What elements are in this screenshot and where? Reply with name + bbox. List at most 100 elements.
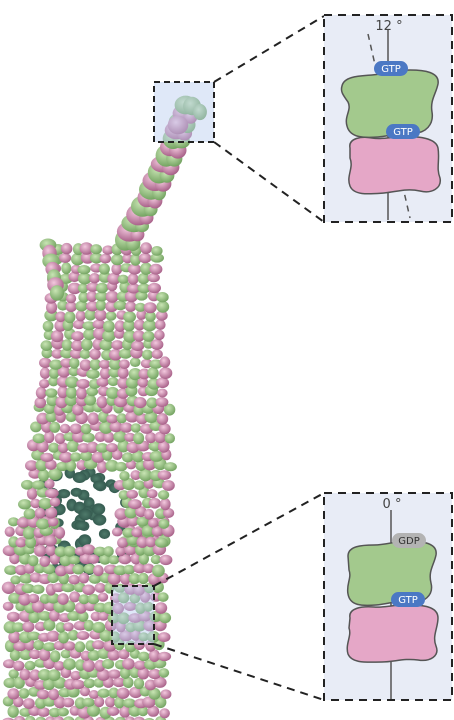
alpha-tubulin-blob	[60, 424, 71, 434]
microtubule-illustration	[2, 96, 207, 720]
alpha-tubulin-blob	[48, 517, 59, 526]
beta-tubulin-blob	[32, 585, 45, 594]
beta-tubulin-blob	[117, 413, 128, 423]
beta-tubulin-blob	[25, 661, 36, 671]
beta-tubulin-blob	[103, 320, 115, 332]
beta-tubulin-blob	[123, 311, 136, 322]
beta-tubulin-blob	[41, 340, 53, 351]
alpha-tubulin-blob	[159, 708, 170, 718]
beta-tubulin-blob	[63, 716, 74, 720]
alpha-tubulin-blob	[45, 489, 59, 499]
beta-tubulin-blob	[159, 519, 170, 529]
alpha-tubulin-blob	[155, 319, 166, 330]
beta-tubulin-blob	[159, 668, 170, 678]
beta-tubulin-blob	[36, 518, 49, 529]
beta-tubulin-blob	[72, 564, 84, 574]
beta-tubulin-blob	[23, 527, 35, 539]
beta-tubulin-blob	[165, 433, 175, 443]
gtp-label: GTP	[381, 64, 401, 75]
beta-tubulin-blob	[103, 546, 113, 557]
beta-tubulin-blob	[33, 433, 46, 443]
alpha-tubulin-blob	[107, 707, 119, 716]
beta-tubulin-blob	[38, 469, 49, 481]
alpha-tubulin-blob	[69, 591, 80, 602]
alpha-tubulin-blob	[95, 583, 106, 593]
beta-tubulin-blob	[49, 422, 60, 433]
beta-tubulin-blob	[142, 350, 153, 360]
alpha-tubulin-blob	[151, 339, 164, 350]
beta-tubulin-blob	[50, 285, 64, 301]
lumen-blob	[93, 514, 106, 525]
beta-tubulin-blob	[159, 612, 171, 623]
alpha-tubulin-blob	[139, 253, 152, 263]
alpha-tubulin-blob	[76, 379, 90, 389]
beta-tubulin-blob	[80, 349, 91, 359]
beta-tubulin-blob	[48, 443, 59, 453]
lattice-highlight-box	[112, 586, 154, 644]
alpha-tubulin-blob	[156, 377, 169, 388]
lumen-blob	[71, 488, 83, 497]
alpha-tubulin-blob	[112, 527, 123, 536]
beta-tubulin-blob	[28, 555, 39, 566]
alpha-tubulin-blob	[61, 243, 72, 254]
alpha-tubulin-blob	[159, 555, 172, 565]
beta-tubulin-blob	[99, 263, 110, 274]
beta-tubulin-blob	[24, 508, 36, 519]
beta-tubulin-blob	[64, 311, 75, 323]
alpha-tubulin-blob	[119, 359, 130, 369]
beta-tubulin-blob	[134, 480, 145, 490]
beta-tubulin-blob	[158, 490, 169, 500]
alpha-tubulin-blob	[158, 652, 171, 661]
inset-straight-lattice: GDP GTP 0 °	[324, 493, 452, 700]
alpha-tubulin-blob	[128, 499, 142, 509]
alpha-tubulin-blob	[80, 359, 92, 371]
beta-tubulin-blob	[119, 349, 132, 359]
alpha-tubulin-blob	[40, 453, 54, 462]
alpha-tubulin-blob	[159, 367, 172, 379]
beta-tubulin-blob	[130, 357, 141, 367]
alpha-tubulin-blob	[98, 593, 108, 602]
alpha-tubulin-blob	[100, 254, 112, 264]
alpha-tubulin-blob	[82, 585, 95, 596]
beta-tubulin-blob	[63, 658, 76, 670]
alpha-tubulin-subunit	[349, 137, 440, 194]
alpha-tubulin-blob	[149, 264, 162, 275]
beta-tubulin-blob	[92, 622, 105, 633]
alpha-tubulin-blob	[15, 538, 26, 547]
alpha-tubulin-blob	[28, 594, 39, 603]
beta-tubulin-blob	[49, 360, 62, 370]
alpha-tubulin-blob	[115, 546, 125, 556]
beta-tubulin-blob	[111, 254, 124, 265]
alpha-tubulin-blob	[160, 689, 171, 699]
alpha-tubulin-blob	[63, 622, 74, 631]
alpha-tubulin-blob	[111, 340, 123, 350]
alpha-tubulin-blob	[23, 698, 35, 709]
alpha-tubulin-blob	[95, 309, 107, 321]
beta-tubulin-blob	[62, 339, 73, 351]
alpha-tubulin-blob	[131, 341, 144, 351]
alpha-tubulin-blob	[158, 632, 171, 642]
beta-tubulin-blob	[156, 292, 169, 302]
alpha-tubulin-blob	[157, 413, 169, 425]
alpha-tubulin-blob	[154, 330, 165, 340]
alpha-tubulin-blob	[51, 330, 63, 342]
beta-tubulin-blob	[45, 388, 57, 397]
beta-tubulin-blob	[122, 452, 133, 462]
beta-tubulin-blob	[84, 620, 94, 631]
alpha-tubulin-blob	[147, 489, 158, 498]
beta-tubulin-blob	[90, 244, 102, 254]
alpha-tubulin-blob	[152, 349, 163, 359]
beta-tubulin-blob	[115, 462, 127, 472]
alpha-tubulin-blob	[50, 497, 61, 507]
beta-tubulin-blob	[147, 367, 159, 379]
alpha-tubulin-blob	[128, 273, 139, 285]
beta-tubulin-blob	[84, 679, 96, 689]
alpha-tubulin-blob	[5, 527, 15, 537]
alpha-tubulin-blob	[148, 273, 160, 282]
beta-tubulin-blob	[133, 432, 144, 444]
beta-tubulin-blob	[19, 688, 30, 699]
alpha-tubulin-blob	[140, 242, 152, 254]
beta-tubulin-blob	[96, 283, 108, 294]
gtp-badge-interface: GTP	[386, 124, 420, 139]
alpha-tubulin-blob	[7, 612, 20, 622]
